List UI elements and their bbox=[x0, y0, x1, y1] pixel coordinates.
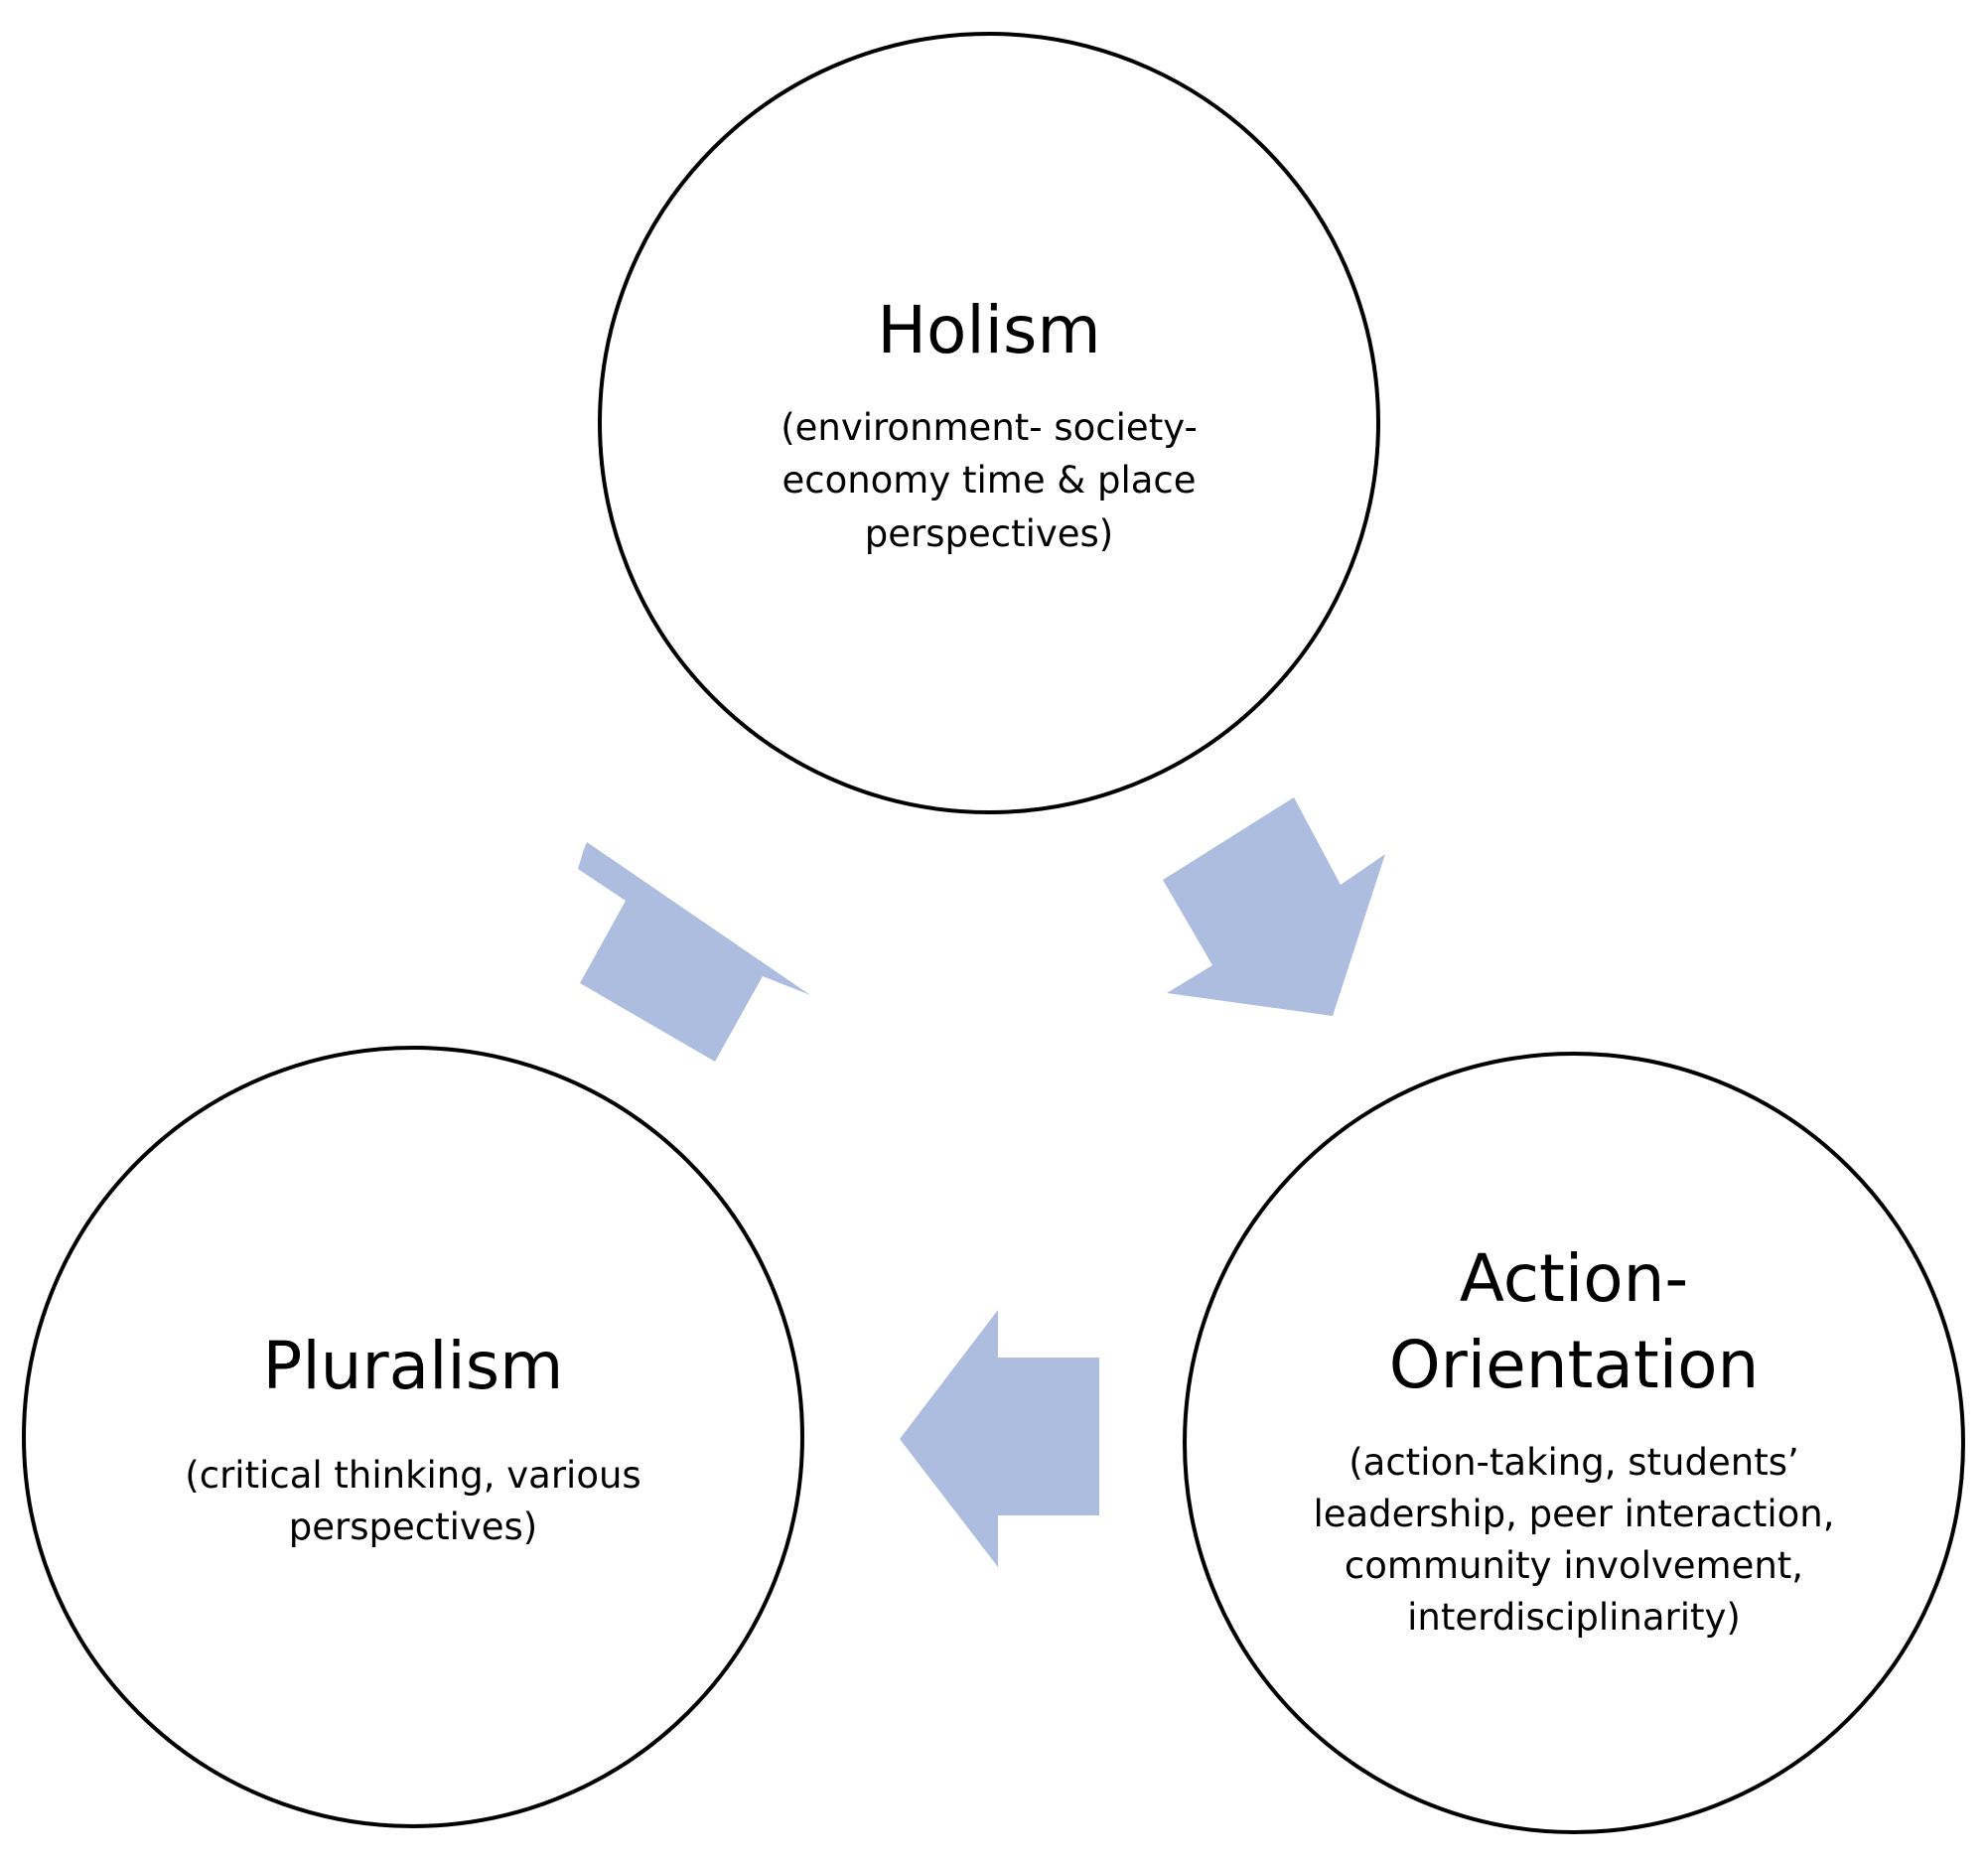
pluralism-circle bbox=[22, 1046, 804, 1828]
pluralism-description-line-2: perspectives) bbox=[289, 1506, 538, 1548]
action-orientation-title-line-2: Orientation bbox=[1389, 1327, 1760, 1403]
arrow-pluralism-to-holism-icon bbox=[578, 842, 810, 1062]
action-orientation-description-line-2: leadership, peer interaction, bbox=[1313, 1493, 1834, 1535]
arrow-holism-to-action-orientation-icon bbox=[1163, 797, 1385, 1016]
pluralism-description-line-1: (critical thinking, various bbox=[185, 1454, 640, 1497]
node-pluralism: Pluralism (critical thinking, various pe… bbox=[22, 1046, 804, 1828]
arrow-action-orientation-to-pluralism-icon bbox=[900, 1310, 1099, 1567]
holism-description-line-3: perspectives) bbox=[865, 512, 1114, 555]
node-holism: Holism (environment- society- economy ti… bbox=[598, 32, 1380, 814]
holism-circle bbox=[598, 32, 1380, 814]
action-orientation-description-line-1: (action-taking, students’ bbox=[1349, 1441, 1799, 1484]
holism-title: Holism bbox=[877, 292, 1100, 368]
action-orientation-title-line-1: Action- bbox=[1460, 1240, 1689, 1317]
holism-description-line-2: economy time & place bbox=[781, 459, 1196, 502]
pluralism-title: Pluralism bbox=[263, 1328, 564, 1404]
action-orientation-circle bbox=[1183, 1052, 1965, 1834]
node-action-orientation: Action- Orientation (action-taking, stud… bbox=[1183, 1052, 1965, 1834]
action-orientation-description-line-3: community involvement, bbox=[1345, 1544, 1803, 1587]
holism-description-line-1: (environment- society- bbox=[781, 406, 1198, 449]
action-orientation-description-line-4: interdisciplinarity) bbox=[1407, 1596, 1741, 1639]
